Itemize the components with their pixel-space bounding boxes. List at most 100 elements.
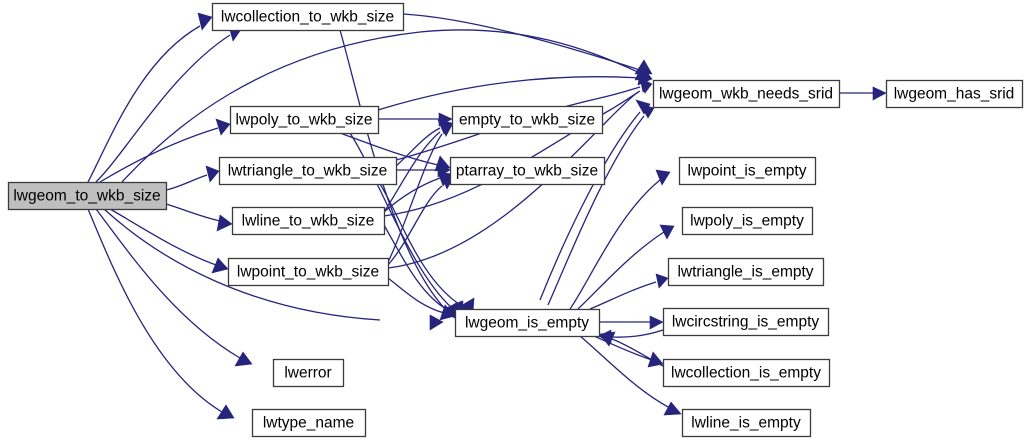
call-edge [599,331,664,367]
call-edge [569,169,671,310]
call-edge [387,121,453,263]
node-label: ptarray_to_wkb_size [456,163,598,180]
node-label: lwgeom_wkb_needs_srid [659,86,833,103]
node-box[interactable] [211,2,405,32]
edge-line [99,127,219,183]
node-label: lwpoint_is_empty [688,163,807,180]
call-edge [577,224,675,310]
arrowhead-icon [429,314,444,331]
node-label: lwtype_name [263,415,354,432]
graph-node-lwpoly-is-empty[interactable]: lwpoly_is_empty [681,206,814,236]
edge-line [95,34,231,183]
arrowhead-icon [234,351,253,367]
node-box[interactable] [449,156,606,186]
edge-line [103,208,381,321]
node-box[interactable] [885,79,1024,109]
edge-line [95,208,241,359]
graph-node-lwerror[interactable]: lwerror [272,358,345,388]
node-box[interactable] [681,408,812,438]
graph-node-lwcircstring-is-empty[interactable]: lwcircstring_is_empty [662,307,830,337]
graph-node-lwtype-name[interactable]: lwtype_name [251,408,367,438]
edge-line [577,231,665,310]
node-box[interactable] [272,358,345,388]
edge-line [379,183,463,307]
graph-node-lwcollection-is-empty[interactable]: lwcollection_is_empty [662,358,831,388]
graph-node-lwgeom-is-empty[interactable]: lwgeom_is_empty [454,308,601,338]
call-edge [579,335,682,416]
edge-line [387,185,443,266]
arrowhead-icon [205,165,220,183]
edge-line [387,277,445,314]
graph-node-lwpoly-to-wkb-size[interactable]: lwpoly_to_wkb_size [229,105,380,135]
node-label: lwcollection_is_empty [671,365,821,382]
arrowhead-icon [439,304,456,321]
call-edge [95,208,253,367]
graph-node-lwpoint-is-empty[interactable]: lwpoint_is_empty [678,156,817,186]
edge-line [339,132,439,166]
node-box[interactable] [681,206,814,236]
graph-node-lwtriangle-is-empty[interactable]: lwtriangle_is_empty [667,257,825,287]
node-box[interactable] [451,105,604,135]
node-label: lwpoly_to_wkb_size [236,112,373,129]
call-edge [165,165,220,191]
call-edge [99,118,231,183]
node-label: lwline_to_wkb_size [242,213,375,230]
nodes-layer: lwgeom_to_wkb_size lwcollection_to_wkb_si… [7,2,1024,438]
arrowhead-icon [872,86,887,101]
node-label: lwtriangle_to_wkb_size [228,163,387,180]
edge-line [383,224,449,311]
call-edge [839,86,887,101]
call-edge [599,315,664,330]
edge-line [121,29,641,183]
node-label: lwerror [284,365,331,382]
graph-node-lwline-is-empty[interactable]: lwline_is_empty [681,408,812,438]
node-box[interactable] [229,105,380,135]
arrowhead-icon [649,315,664,330]
node-box[interactable] [667,257,825,287]
graph-node-lwtriangle-to-wkb-size[interactable]: lwtriangle_to_wkb_size [218,156,398,186]
node-label: empty_to_wkb_size [459,112,595,129]
graph-node-lwcollection-to-wkb-size[interactable]: lwcollection_to_wkb_size [211,2,405,32]
node-box[interactable] [652,79,841,109]
graph-node-lwgeom-wkb-needs-srid[interactable]: lwgeom_wkb_needs_srid [652,79,841,109]
arrowhead-icon [216,404,235,420]
arrowhead-icon [639,103,655,119]
node-box[interactable] [678,156,817,186]
call-edge [165,203,233,232]
edge-line [569,179,661,310]
node-label: lwgeom_to_wkb_size [13,188,160,205]
arrowhead-icon [599,331,616,347]
graph-node-lwpoint-to-wkb-size[interactable]: lwpoint_to_wkb_size [227,257,390,287]
graph-node-lwline-to-wkb-size[interactable]: lwline_to_wkb_size [231,206,386,236]
edge-line [165,203,221,222]
node-box[interactable] [7,181,168,211]
edge-line [547,115,645,306]
graph-node-ptarray-to-wkb-size[interactable]: ptarray_to_wkb_size [449,156,606,186]
node-box[interactable] [231,206,386,236]
call-edge [547,103,655,306]
call-edge [402,13,653,75]
graph-node-lwgeom-has-srid[interactable]: lwgeom_has_srid [885,79,1024,109]
node-box[interactable] [454,308,601,338]
node-box[interactable] [662,358,831,388]
edge-line [377,76,641,111]
call-edge [103,208,444,331]
node-box[interactable] [662,307,830,337]
edge-line [579,335,671,409]
edge-line [383,131,441,213]
arrowhead-icon [634,59,653,75]
node-box[interactable] [251,408,367,438]
edge-line [611,338,664,367]
graph-node-lwgeom-to-wkb-size[interactable]: lwgeom_to_wkb_size [7,181,168,211]
arrowhead-icon [655,169,671,186]
arrowhead-icon [663,401,682,416]
edge-line [387,133,443,263]
node-box[interactable] [227,257,390,287]
edge-line [165,174,208,191]
node-label: lwline_is_empty [691,415,801,432]
node-box[interactable] [218,156,398,186]
arrowhead-icon [640,79,651,94]
graph-node-empty-to-wkb-size[interactable]: empty_to_wkb_size [451,105,604,135]
arrowhead-icon [215,118,231,136]
